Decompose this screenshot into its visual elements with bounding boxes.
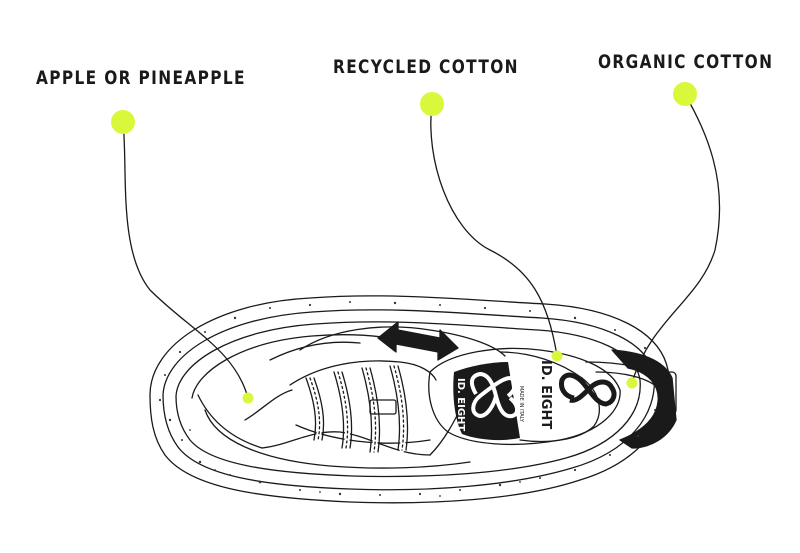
- label-recycled-cotton: RECYCLED COTTON: [333, 56, 519, 78]
- insole-logo-icon: [559, 372, 617, 407]
- leader-line-apple: [122, 121, 249, 399]
- outsole: [149, 295, 670, 504]
- point-organic: [626, 377, 638, 389]
- leader-line-organic: [631, 93, 721, 384]
- sole-speckles: [158, 301, 656, 497]
- label-apple-or-pineapple: APPLE OR PINEAPPLE: [36, 67, 246, 89]
- made-in-text: MADE IN ITALY: [518, 386, 524, 423]
- leader-line-recycled: [430, 103, 558, 357]
- tongue-brand-text: ID. EIGHT: [538, 360, 553, 429]
- point-recycled: [551, 350, 563, 362]
- marker-organic: [673, 82, 697, 106]
- marker-apple: [111, 110, 135, 134]
- side-arrow-logo: [377, 321, 459, 361]
- label-organic-cotton: ORGANIC COTTON: [598, 51, 774, 73]
- patch-logo-icon: [469, 371, 519, 419]
- heel-tab: [611, 349, 677, 449]
- marker-recycled: [420, 92, 444, 116]
- tongue-brand-patch: ID. EIGHT MADE IN ITALY ID. EIGHT: [453, 360, 553, 441]
- patch-brand-text: ID. EIGHT: [455, 378, 466, 431]
- markers: [111, 82, 697, 404]
- tongue: [428, 347, 621, 446]
- point-apple: [242, 392, 254, 404]
